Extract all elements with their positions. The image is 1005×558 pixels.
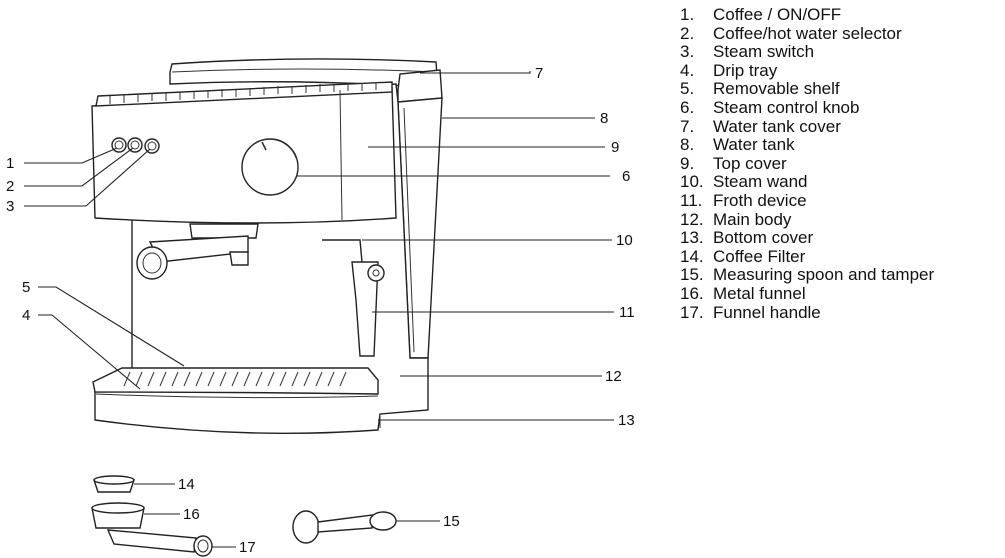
legend-item: 16. Metal funnel [680, 283, 934, 304]
legend-number: 16. [680, 283, 704, 303]
callout-7: 7 [535, 65, 543, 82]
legend-label: Steam wand [713, 172, 808, 192]
callout-17: 17 [239, 539, 256, 556]
callout-2: 2 [6, 178, 14, 195]
legend-label: Steam switch [713, 42, 815, 62]
legend-label: Coffee / ON/OFF [713, 5, 842, 24]
callout-8: 8 [600, 110, 608, 127]
legend-number: 12. [680, 209, 704, 229]
espresso-machine-drawing [91, 58, 443, 435]
legend-label: Removable shelf [713, 79, 840, 99]
legend-item: 15. Measuring spoon and tamper [680, 266, 934, 285]
legend-item: 3. Steam switch [680, 42, 934, 62]
steam-wand [322, 239, 363, 263]
legend-item: 6. Steam control knob [680, 97, 934, 118]
drip-tray [92, 367, 379, 395]
steam-switch-button [144, 138, 160, 154]
legend-label: Metal funnel [713, 283, 806, 303]
callout-numbers: 1 2 3 5 4 7 8 9 6 10 11 12 13 14 16 17 1… [6, 65, 635, 556]
legend-item: 4. Drip tray [680, 60, 934, 81]
group-head [189, 223, 259, 239]
legend-number: 11. [680, 190, 703, 210]
parts-legend: 1. Coffee / ON/OFF 2. Coffee/hot water sele… [680, 5, 934, 323]
callout-1: 1 [6, 155, 14, 172]
coffee-on-off-button [111, 137, 127, 153]
legend-number: 8. [680, 135, 695, 155]
legend-label: Coffee Filter [713, 246, 806, 266]
legend-item: 5. Removable shelf [680, 80, 934, 99]
bottom-cover [95, 393, 379, 399]
legend-number: 15. [680, 265, 704, 285]
legend-number: 3. [680, 42, 695, 62]
callout-9: 9 [611, 139, 619, 156]
legend-item: 10. Steam wand [680, 173, 934, 192]
leader-lines [24, 71, 614, 548]
legend-number: 4. [680, 60, 695, 80]
legend-number: 7. [680, 116, 695, 136]
legend-item: 1. Coffee / ON/OFF [680, 5, 934, 25]
legend-label: Water tank [713, 135, 795, 155]
measuring-spoon [317, 514, 373, 533]
callout-11: 11 [619, 304, 635, 321]
legend-item: 7. Water tank cover [680, 116, 934, 137]
callout-16: 16 [183, 506, 200, 523]
legend-number: 10. [680, 172, 704, 192]
legend-label: Measuring spoon and tamper [713, 265, 935, 285]
drip-tray-grid [123, 371, 347, 387]
legend-number: 14. [680, 246, 704, 266]
legend-item: 17. Funnel handle [680, 302, 934, 323]
legend-label: Funnel handle [713, 302, 821, 322]
callout-3: 3 [6, 198, 14, 215]
legend-item: 12. Main body [680, 209, 934, 230]
callout-15: 15 [443, 513, 460, 530]
callout-6: 6 [622, 168, 630, 185]
callout-13: 13 [618, 412, 635, 429]
legend-number: 13. [680, 228, 704, 248]
legend-item: 13. Bottom cover [680, 228, 934, 248]
legend-label: Drip tray [713, 60, 778, 80]
portafilter-handle-end [136, 246, 168, 280]
legend-item: 11. Froth device [680, 190, 934, 211]
legend-item: 2. Coffee/hot water selector [680, 23, 934, 44]
legend-number: 17. [680, 302, 704, 322]
legend-number: 9. [680, 153, 695, 173]
top-grid [109, 82, 377, 104]
tamper [292, 510, 320, 544]
top-cover-lid [169, 58, 439, 89]
legend-label: Froth device [713, 190, 807, 210]
callout-14: 14 [178, 476, 195, 493]
legend-item: 9. Top cover [680, 153, 934, 174]
legend-number: 2. [680, 23, 695, 43]
legend-number: 1. [680, 5, 695, 24]
legend-label: Water tank cover [713, 116, 841, 136]
legend-item: 14. Coffee Filter [680, 246, 934, 267]
froth-device [351, 261, 379, 357]
legend-label: Bottom cover [713, 228, 814, 248]
callout-12: 12 [605, 368, 622, 385]
legend-number: 5. [680, 79, 695, 99]
accessories [91, 475, 397, 557]
legend-label: Steam control knob [713, 97, 860, 117]
callout-4: 4 [22, 307, 30, 324]
callout-10: 10 [616, 232, 633, 249]
legend-label: Top cover [713, 153, 787, 173]
callout-5: 5 [22, 279, 30, 296]
legend-label: Coffee/hot water selector [713, 23, 902, 43]
legend-number: 6. [680, 97, 695, 117]
water-tank-cover [397, 69, 443, 103]
legend-item: 8. Water tank [680, 135, 934, 155]
funnel-handle [106, 529, 197, 553]
legend-label: Main body [713, 209, 792, 229]
